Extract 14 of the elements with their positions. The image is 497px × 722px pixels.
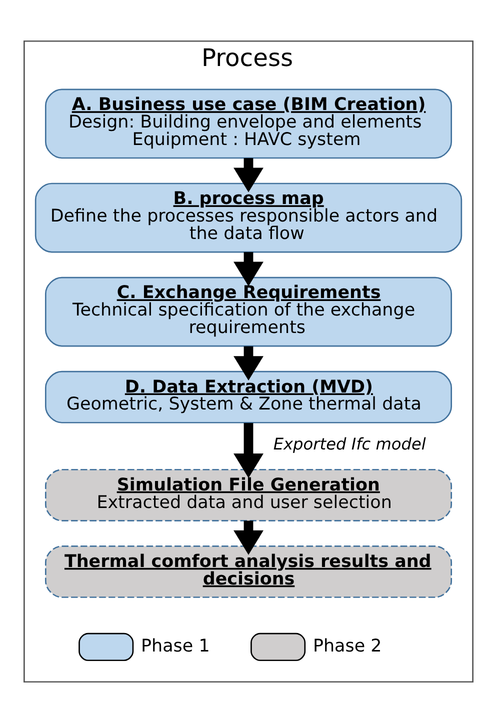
node-box: D. Data Extraction (MVD) Geometric, System & Zone thermal data (44, 370, 452, 423)
node-box: Thermal comfort analysis results and decisions (44, 545, 452, 598)
arrow (234, 158, 264, 192)
node-box: B. process map Define the processes responsible actors and the data flow (34, 182, 462, 252)
arrow (234, 346, 264, 380)
node-box: C. Exchange Requirements Technical specification of the exchange requirements (44, 276, 452, 346)
arrow (234, 252, 264, 286)
edge-label: Exported Ifc model (273, 434, 426, 454)
node-box: A. Business use case (BIM Creation) Design: Building envelope and elements Equipment : HAVC system (44, 88, 452, 158)
legend-label: Phase 1 (141, 636, 210, 656)
arrow (234, 520, 264, 554)
legend-label: Phase 2 (312, 636, 382, 656)
arrow (234, 422, 264, 478)
node-box: Simulation File Generation Extracted data and user selection (44, 468, 452, 521)
